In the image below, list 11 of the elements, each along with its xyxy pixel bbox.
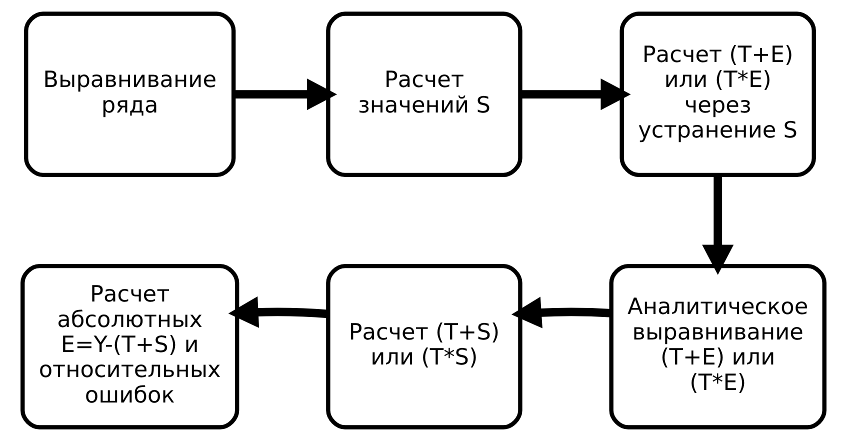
arrow — [228, 296, 328, 328]
arrow — [233, 78, 337, 110]
node-box: Расчет (T+S) или (T*S) — [326, 264, 522, 430]
node-box: Выравнивание ряда — [24, 12, 236, 178]
arrow — [702, 175, 734, 275]
arrow — [510, 296, 611, 328]
node-box: Расчет значений S — [326, 12, 522, 178]
node-box: Расчет (T+E) или (T*E) через устранение S — [619, 12, 816, 178]
node-box: Расчет абсолютных E=Y-(T+S) и относительных ошибок — [20, 264, 239, 430]
node-box: Аналитическое выравнивание (T+E) или (T*E) — [608, 264, 826, 430]
arrow — [520, 78, 630, 110]
